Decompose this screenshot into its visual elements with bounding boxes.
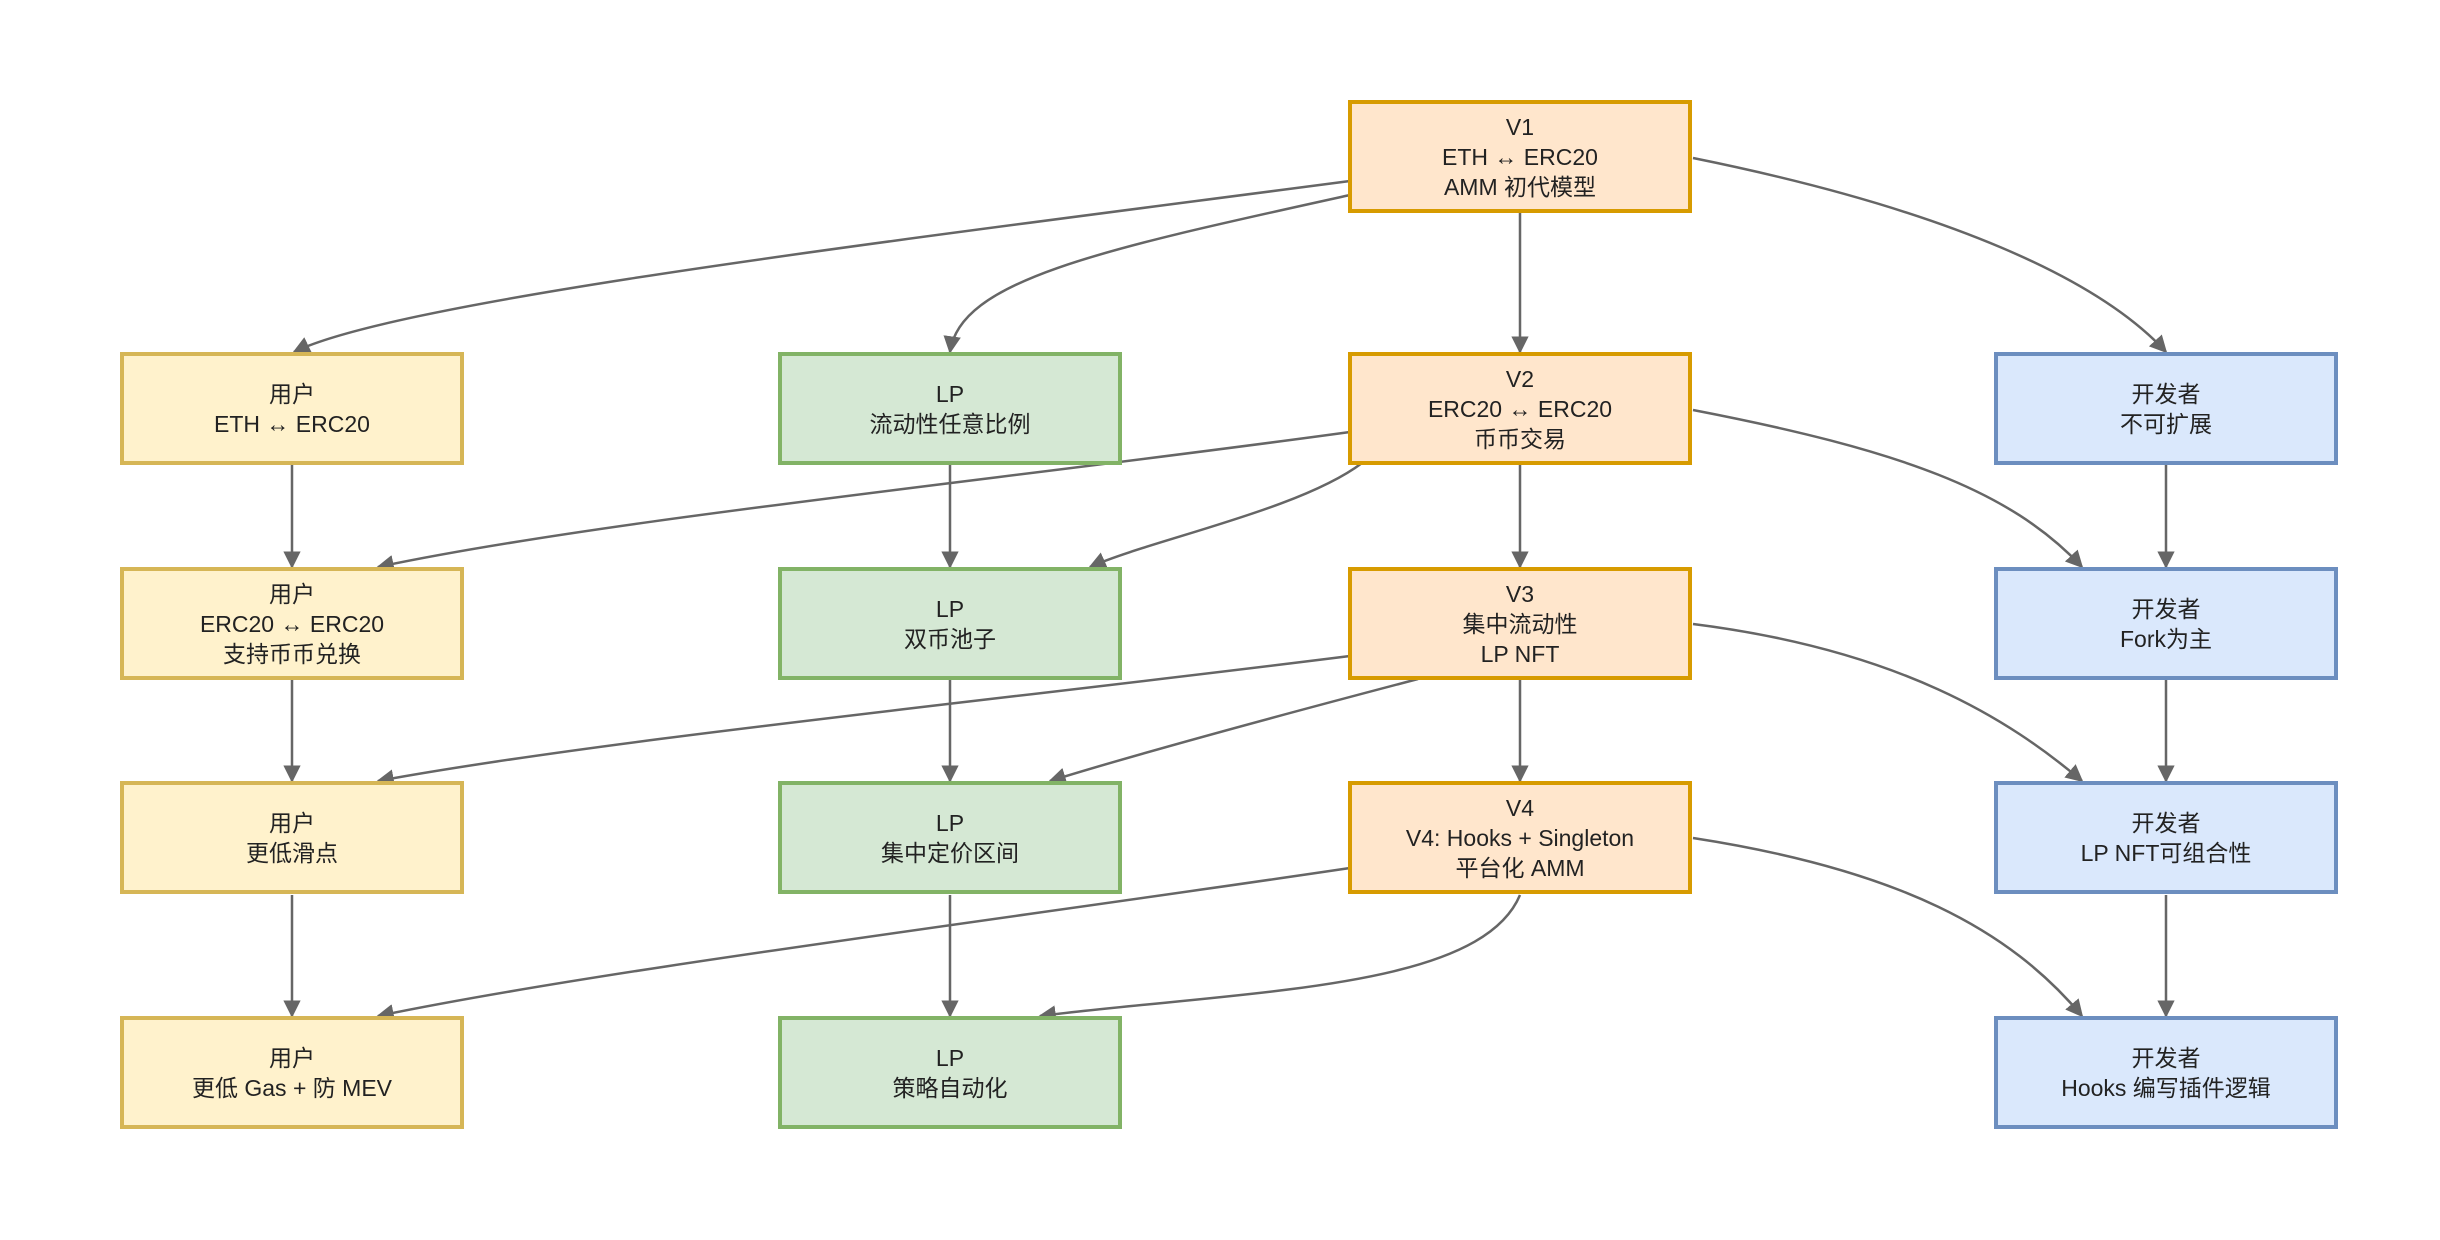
node-user-4-title: 用户 (269, 1044, 315, 1071)
node-v4-line: 平台化 AMM (1455, 854, 1585, 881)
node-v4-title: V4 (1505, 794, 1535, 821)
node-dev-2: 开发者 Fork为主 (1994, 567, 2338, 680)
node-dev-1-line: 不可扩展 (2120, 410, 2212, 437)
node-dev-2-line: Fork为主 (2120, 625, 2212, 652)
node-v2: V2 ERC20 ↔ ERC20 币币交易 (1348, 352, 1692, 465)
node-v2-title: V2 (1505, 365, 1535, 392)
node-v3-line: 集中流动性 (1462, 610, 1578, 637)
edge-v2-lp2 (1088, 462, 1363, 569)
edge-v1-dev1 (1692, 156, 2168, 354)
node-v3-title: V3 (1505, 580, 1535, 607)
node-v1: V1 ETH ↔ ERC20 AMM 初代模型 (1348, 100, 1692, 213)
node-dev-3: 开发者 LP NFT可组合性 (1994, 781, 2338, 894)
edge-v4-dev4 (1692, 836, 2084, 1018)
node-user-4: 用户 更低 Gas + 防 MEV (120, 1016, 464, 1129)
edge-v3-dev3 (1692, 622, 2084, 783)
node-lp-1: LP 流动性任意比例 (778, 352, 1122, 465)
node-user-3-line: 更低滑点 (246, 839, 338, 866)
edge-v3-lp3 (1048, 677, 1419, 785)
node-dev-3-line: LP NFT可组合性 (2080, 839, 2252, 866)
node-dev-1: 开发者 不可扩展 (1994, 352, 2338, 465)
node-lp-4: LP 策略自动化 (778, 1016, 1122, 1129)
node-lp-3-line: 集中定价区间 (881, 839, 1019, 866)
node-user-4-line: 更低 Gas + 防 MEV (191, 1074, 392, 1101)
node-user-2-line: 支持币币兑换 (223, 640, 361, 667)
node-v3: V3 集中流动性 LP NFT (1348, 567, 1692, 680)
node-v2-line: 币币交易 (1474, 425, 1566, 452)
node-lp-2-line: 双币池子 (904, 625, 996, 652)
node-dev-4-title: 开发者 (2131, 1044, 2201, 1071)
edge-v1-user1 (292, 179, 1351, 354)
edge-v3-user3 (376, 654, 1351, 787)
node-user-1-line: ETH ↔ ERC20 (214, 410, 370, 437)
node-dev-2-title: 开发者 (2131, 595, 2201, 622)
edge-v2-dev2 (1692, 408, 2084, 569)
node-lp-2-title: LP (935, 595, 965, 622)
node-lp-3-title: LP (935, 809, 965, 836)
node-user-3-title: 用户 (269, 809, 315, 836)
node-v4-line: V4: Hooks + Singleton (1405, 824, 1635, 851)
node-lp-3: LP 集中定价区间 (778, 781, 1122, 894)
node-user-2: 用户 ERC20 ↔ ERC20 支持币币兑换 (120, 567, 464, 680)
edge-v4-lp4 (1038, 894, 1522, 1023)
node-v3-line: LP NFT (1480, 640, 1560, 667)
node-user-1: 用户 ETH ↔ ERC20 (120, 352, 464, 465)
node-dev-4-line: Hooks 编写插件逻辑 (2061, 1074, 2271, 1101)
node-lp-2: LP 双币池子 (778, 567, 1122, 680)
node-dev-4: 开发者 Hooks 编写插件逻辑 (1994, 1016, 2338, 1129)
node-user-2-title: 用户 (269, 580, 315, 607)
edge-v1-lp1 (943, 193, 1351, 354)
edge-v4-user4 (376, 866, 1351, 1022)
node-v2-line: ERC20 ↔ ERC20 (1427, 395, 1613, 422)
node-v1-line: AMM 初代模型 (1443, 173, 1597, 200)
node-v1-line: ETH ↔ ERC20 (1442, 143, 1598, 170)
node-user-1-title: 用户 (269, 380, 315, 407)
node-lp-4-line: 策略自动化 (892, 1074, 1008, 1101)
node-lp-4-title: LP (935, 1044, 965, 1071)
node-dev-1-title: 开发者 (2131, 380, 2201, 407)
node-lp-1-line: 流动性任意比例 (869, 410, 1031, 437)
node-user-3: 用户 更低滑点 (120, 781, 464, 894)
edge-v2-user2 (376, 430, 1351, 573)
node-v4: V4 V4: Hooks + Singleton 平台化 AMM (1348, 781, 1692, 894)
node-dev-3-title: 开发者 (2131, 809, 2201, 836)
node-user-2-line: ERC20 ↔ ERC20 (199, 610, 385, 637)
node-lp-1-title: LP (935, 380, 965, 407)
node-v1-title: V1 (1505, 113, 1535, 140)
